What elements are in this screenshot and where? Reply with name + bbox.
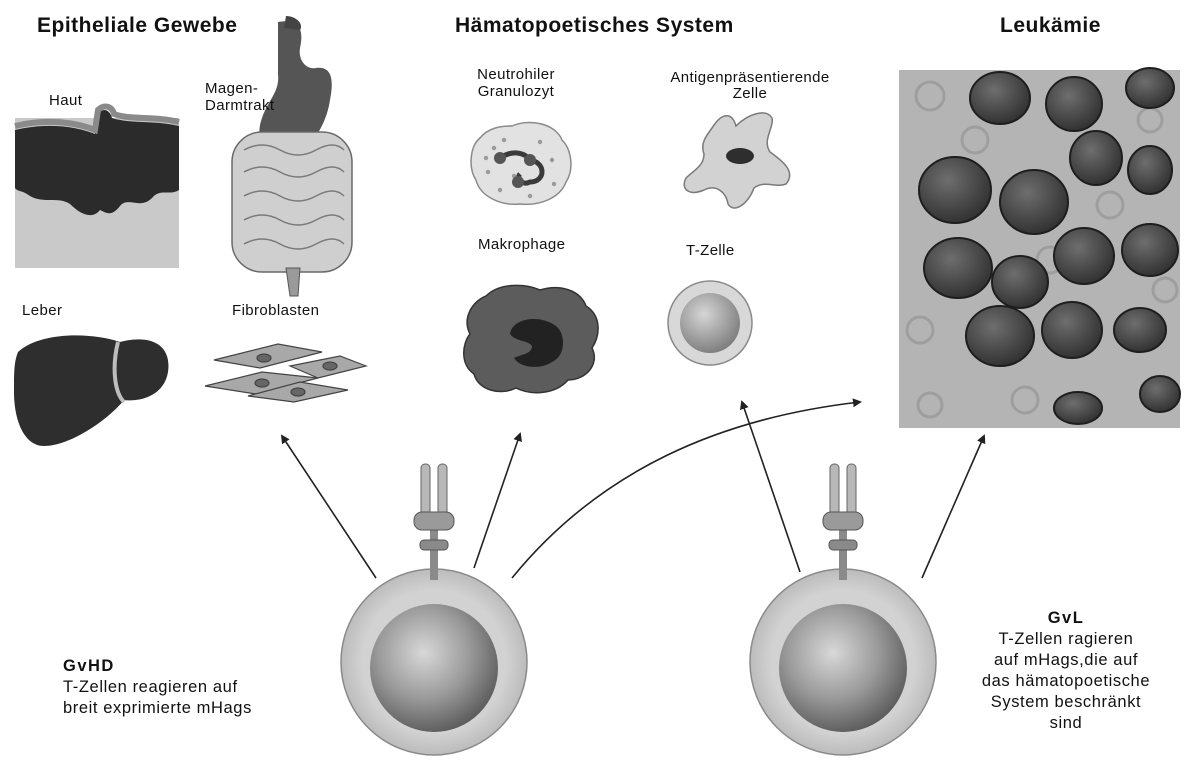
fibroblast-illustration [205,344,366,402]
gvl-note: GvL T-Zellen ragieren auf mHags,die auf … [946,608,1186,734]
gvl-line: System beschränkt [946,692,1186,713]
gvl-title: GvL [1048,609,1085,627]
skin-illustration [15,107,179,268]
label-apc-line2: Zelle [640,86,860,102]
leukemia-micrograph [899,68,1180,428]
gvl-line: sind [946,713,1186,734]
gvhd-note: GvHD T-Zellen reagieren auf breit exprim… [63,656,252,719]
arrow-to-macrophage [474,434,520,568]
label-makrophage: Makrophage [478,236,565,253]
label-leber: Leber [22,302,62,319]
gastrointestinal-illustration [232,16,352,296]
label-neutrophil: Neutrohiler Granulozyt [466,66,566,100]
gvl-line: T-Zellen ragieren [946,629,1186,650]
gvhd-line: T-Zellen reagieren auf [63,677,252,698]
t-cell-receptor-icon [823,464,863,580]
label-antigen-presenting-cell: Antigenpräsentierende Zelle [640,70,860,102]
heading-epithelial: Epitheliale Gewebe [37,14,237,38]
heading-leukemia: Leukämie [1000,14,1101,38]
label-magen-darmtrakt: Magen- Darmtrakt [205,80,274,114]
neutrophil-illustration [471,122,571,204]
arrow-to-leukemia-left [512,402,860,578]
t-cell-receptor-icon [414,464,454,580]
arrow-to-t-cell [742,402,800,572]
heading-hematopoietic: Hämatopoetisches System [455,14,734,38]
antigen-presenting-cell-illustration [684,113,789,208]
label-magen-line2: Darmtrakt [205,97,274,114]
gvhd-title: GvHD [63,657,115,675]
macrophage-illustration [464,285,598,392]
label-t-zelle: T-Zelle [686,242,735,259]
label-fibroblasten: Fibroblasten [232,302,319,319]
label-haut: Haut [49,92,82,109]
arrow-to-leukemia-right [922,436,984,578]
label-neutrophil-line2: Granulozyt [466,83,566,100]
arrows [282,402,984,578]
label-magen-line1: Magen- [205,80,274,97]
arrow-to-fibroblasts [282,436,376,578]
gvhd-line: breit exprimierte mHags [63,698,252,719]
label-apc-line1: Antigenpräsentierende [640,70,860,86]
gvl-line: auf mHags,die auf [946,650,1186,671]
liver-illustration [14,335,168,446]
small-t-cell-illustration [668,281,752,365]
gvhd-t-cell [341,464,527,755]
label-neutrophil-line1: Neutrohiler [466,66,566,83]
gvl-line: das hämatopoetische [946,671,1186,692]
